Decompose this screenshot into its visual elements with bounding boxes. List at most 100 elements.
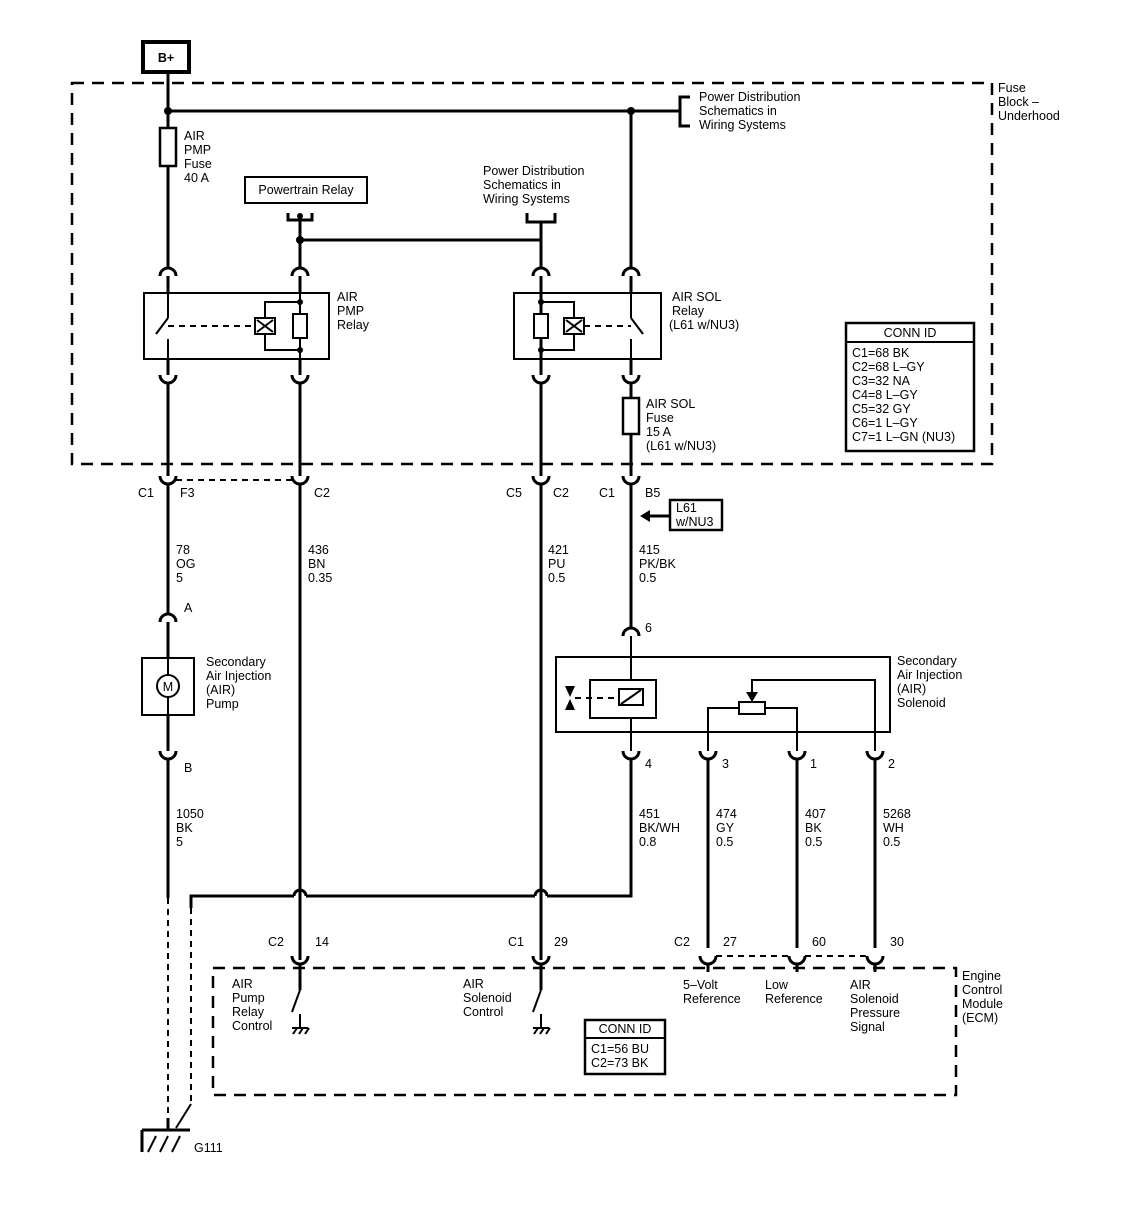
svg-text:5: 5 — [176, 571, 183, 585]
svg-text:PMP: PMP — [337, 304, 364, 318]
svg-text:(AIR): (AIR) — [897, 682, 926, 696]
svg-text:A: A — [184, 601, 193, 615]
svg-text:Block –: Block – — [998, 95, 1039, 109]
svg-text:(L61 w/NU3): (L61 w/NU3) — [669, 318, 739, 332]
svg-text:Schematics in: Schematics in — [483, 178, 561, 192]
svg-text:5–Volt: 5–Volt — [683, 978, 718, 992]
svg-text:Engine: Engine — [962, 969, 1001, 983]
svg-text:C4=8 L–GY: C4=8 L–GY — [852, 388, 918, 402]
wire-474-label: 474 GY 0.5 — [716, 807, 737, 849]
svg-text:C7=1 L–GN (NU3): C7=1 L–GN (NU3) — [852, 430, 955, 444]
svg-text:Module: Module — [962, 997, 1003, 1011]
fuse-block-boundary — [70, 81, 994, 466]
svg-text:C2: C2 — [314, 486, 330, 500]
svg-text:CONN ID: CONN ID — [884, 326, 937, 340]
svg-text:GY: GY — [716, 821, 735, 835]
svg-text:C5=32 GY: C5=32 GY — [852, 402, 911, 416]
svg-text:w/NU3: w/NU3 — [675, 515, 714, 529]
svg-text:2: 2 — [888, 757, 895, 771]
ecm-sensor-lines: 5–Volt Reference Low Reference AIR Solen… — [683, 964, 900, 1034]
fuse-block-connectors: C1 F3 C2 C5 C2 C1 B5 — [138, 475, 660, 500]
svg-text:C1=56 BU: C1=56 BU — [591, 1042, 649, 1056]
svg-text:Solenoid: Solenoid — [463, 991, 512, 1005]
battery-bus — [164, 74, 690, 268]
harness-wires — [166, 484, 877, 960]
wire-451-label: 451 BK/WH 0.8 — [639, 807, 680, 849]
svg-text:Reference: Reference — [765, 992, 823, 1006]
svg-text:C2=73 BK: C2=73 BK — [591, 1056, 649, 1070]
svg-text:(AIR): (AIR) — [206, 683, 235, 697]
motor-symbol: M — [163, 680, 173, 694]
option-tag-l61: L61 w/NU3 — [640, 498, 724, 532]
ecm-label: Engine Control Module (ECM) — [962, 969, 1003, 1025]
svg-text:Fuse: Fuse — [998, 81, 1026, 95]
svg-text:Pressure: Pressure — [850, 1006, 900, 1020]
ecm-solenoid-driver: AIR Solenoid Control — [463, 964, 551, 1035]
svg-text:C1: C1 — [138, 486, 154, 500]
svg-text:0.5: 0.5 — [548, 571, 565, 585]
svg-text:CONN ID: CONN ID — [599, 1022, 652, 1036]
air-pmp-fuse: AIR PMP Fuse 40 A — [158, 126, 212, 268]
air-pmp-relay: AIR PMP Relay — [143, 290, 370, 360]
svg-text:5268: 5268 — [883, 807, 911, 821]
wire-436-label: 436 BN 0.35 — [308, 543, 332, 585]
svg-text:30: 30 — [890, 935, 904, 949]
svg-text:AIR: AIR — [850, 978, 871, 992]
svg-text:15 A: 15 A — [646, 425, 672, 439]
svg-text:B: B — [184, 761, 192, 775]
svg-text:AIR: AIR — [232, 977, 253, 991]
ecm-boundary — [211, 966, 958, 1097]
svg-text:Schematics in: Schematics in — [699, 104, 777, 118]
ecm-connectors: C2 14 C1 29 C2 27 60 30 — [268, 935, 904, 966]
svg-text:407: 407 — [805, 807, 826, 821]
svg-text:3: 3 — [722, 757, 729, 771]
battery-source: B+ — [141, 40, 191, 74]
svg-text:436: 436 — [308, 543, 329, 557]
svg-text:C1: C1 — [599, 486, 615, 500]
svg-text:PU: PU — [548, 557, 565, 571]
svg-text:BK: BK — [805, 821, 822, 835]
svg-text:BK/WH: BK/WH — [639, 821, 680, 835]
svg-text:Secondary: Secondary — [897, 654, 958, 668]
svg-text:Control: Control — [962, 983, 1002, 997]
svg-text:AIR: AIR — [463, 977, 484, 991]
svg-text:Signal: Signal — [850, 1020, 885, 1034]
svg-text:474: 474 — [716, 807, 737, 821]
svg-text:Secondary: Secondary — [206, 655, 267, 669]
svg-text:BK: BK — [176, 821, 193, 835]
svg-text:OG: OG — [176, 557, 195, 571]
svg-text:Relay: Relay — [672, 304, 705, 318]
svg-text:L61: L61 — [676, 501, 697, 515]
svg-text:415: 415 — [639, 543, 660, 557]
svg-text:Power Distribution: Power Distribution — [483, 164, 584, 178]
svg-text:Powertrain Relay: Powertrain Relay — [258, 183, 354, 197]
fuse-block-internal-wires — [166, 359, 633, 476]
svg-text:Wiring Systems: Wiring Systems — [699, 118, 786, 132]
wire-407-label: 407 BK 0.5 — [805, 807, 826, 849]
svg-text:C2: C2 — [674, 935, 690, 949]
svg-text:Air Injection: Air Injection — [206, 669, 271, 683]
wire-78-label: 78 OG 5 — [176, 543, 195, 585]
svg-text:AIR: AIR — [184, 129, 205, 143]
svg-text:Relay: Relay — [232, 1005, 265, 1019]
relay-terminal-arcs — [158, 266, 641, 385]
svg-text:Underhood: Underhood — [998, 109, 1060, 123]
svg-text:C1=68 BK: C1=68 BK — [852, 346, 910, 360]
conn-id-ecm: CONN ID C1=56 BU C2=73 BK — [583, 1018, 667, 1076]
svg-text:C6=1 L–GY: C6=1 L–GY — [852, 416, 918, 430]
svg-text:Wiring Systems: Wiring Systems — [483, 192, 570, 206]
svg-text:C2: C2 — [553, 486, 569, 500]
svg-text:421: 421 — [548, 543, 569, 557]
fuse-block-label: Fuse Block – Underhood — [998, 81, 1060, 123]
svg-text:40 A: 40 A — [184, 171, 210, 185]
svg-text:Control: Control — [463, 1005, 503, 1019]
wire-421-label: 421 PU 0.5 — [548, 543, 569, 585]
svg-text:0.5: 0.5 — [883, 835, 900, 849]
powertrain-relay-ref: Powertrain Relay — [244, 176, 541, 268]
svg-text:F3: F3 — [180, 486, 195, 500]
svg-text:AIR: AIR — [337, 290, 358, 304]
svg-text:451: 451 — [639, 807, 660, 821]
battery-label: B+ — [158, 51, 174, 65]
svg-text:14: 14 — [315, 935, 329, 949]
